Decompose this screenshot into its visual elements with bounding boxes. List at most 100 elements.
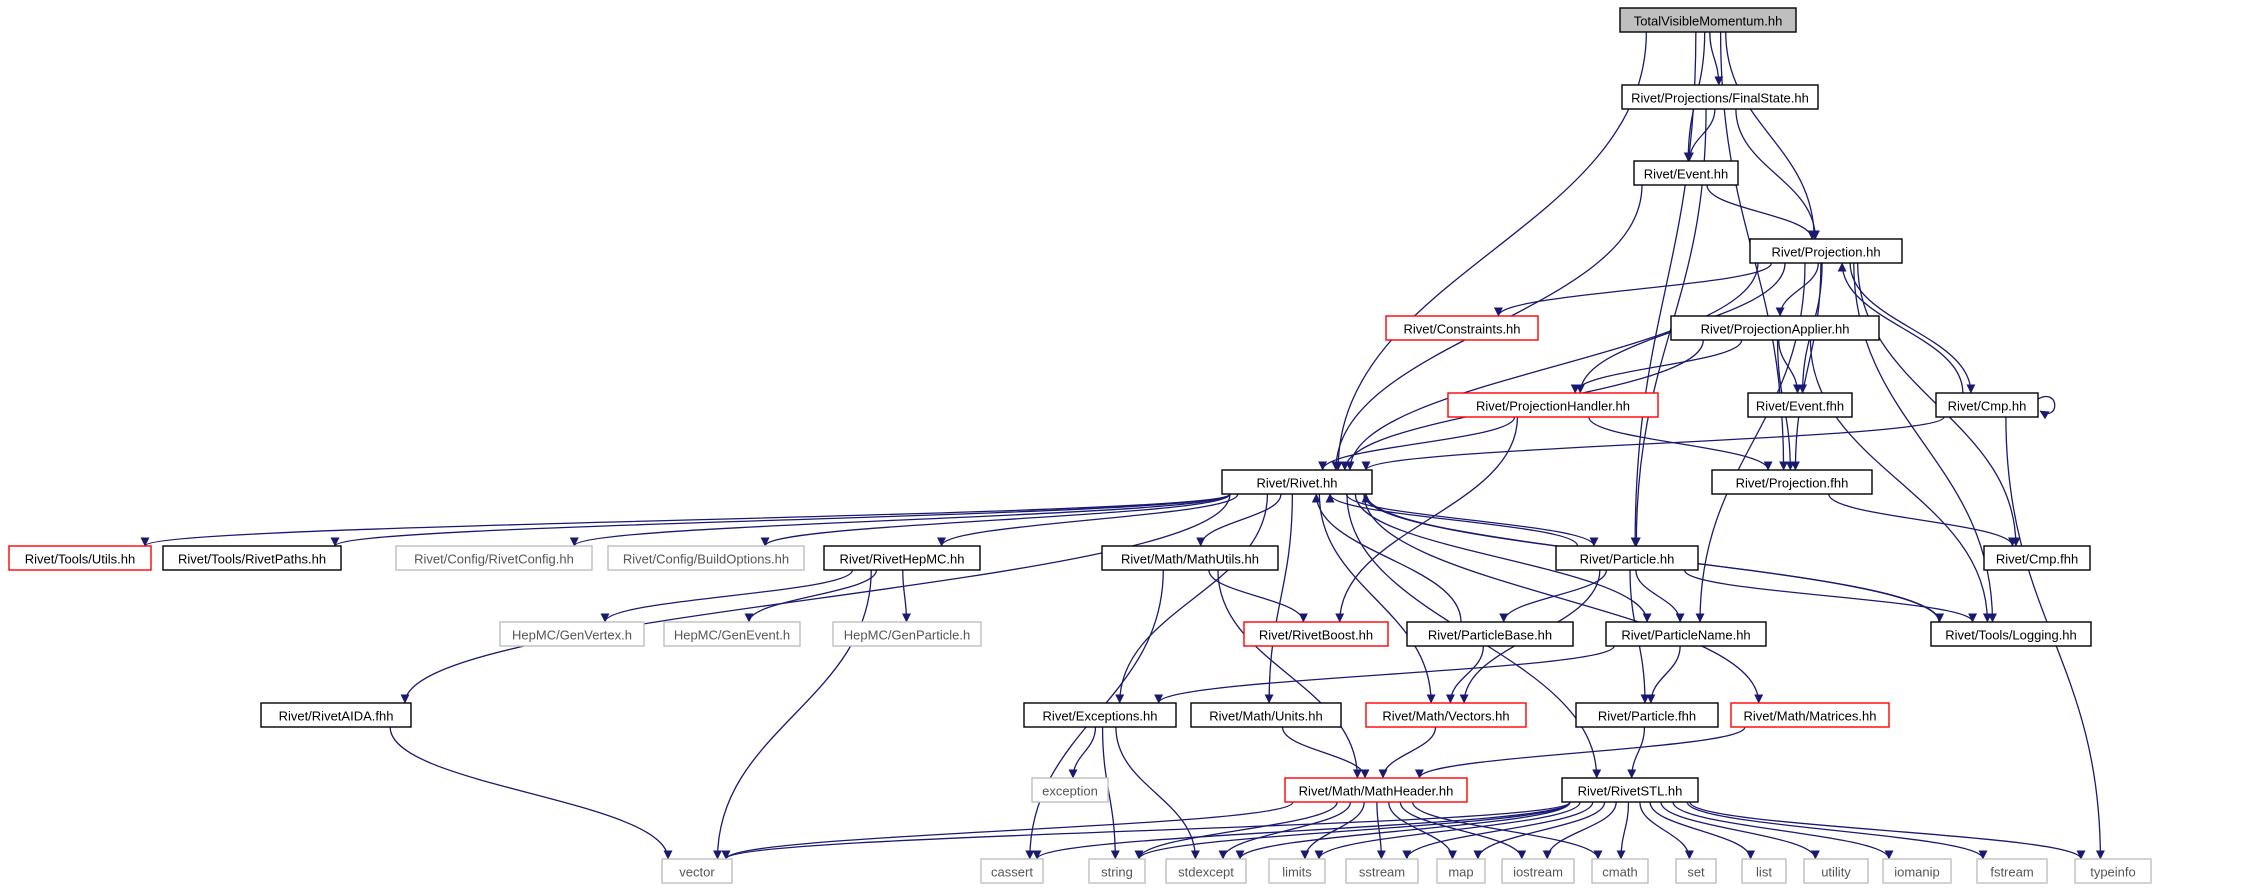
- node-label: Rivet/RivetSTL.hh: [1578, 784, 1683, 799]
- node-particle[interactable]: Rivet/Particle.hh: [1555, 545, 1699, 571]
- node-label: limits: [1282, 865, 1312, 880]
- node-box: [1930, 621, 2092, 647]
- node-box: [1165, 858, 1247, 884]
- node-projfhh[interactable]: Rivet/Projection.fhh: [1711, 469, 1873, 495]
- edge-mathheader-to-iostream: [1399, 801, 1527, 860]
- node-sstream: sstream: [1345, 858, 1419, 884]
- node-label: vector: [679, 865, 715, 880]
- edge-mathheader-to-vector: [721, 801, 1294, 860]
- edge-projapplier-to-logging: [1809, 339, 1992, 623]
- node-eventfhh[interactable]: Rivet/Event.fhh: [1747, 392, 1853, 418]
- edge-exceptions-to-stdexcept: [1115, 726, 1200, 860]
- node-units[interactable]: Rivet/Math/Units.hh: [1190, 702, 1342, 728]
- node-label: list: [1756, 865, 1772, 880]
- edge-finalstate-to-event: [1684, 108, 1716, 162]
- node-box: [8, 545, 152, 571]
- node-label: Rivet/ProjectionApplier.hh: [1701, 322, 1850, 337]
- node-box: [1741, 858, 1787, 884]
- node-exceptions[interactable]: Rivet/Exceptions.hh: [1023, 702, 1177, 728]
- node-mathheader[interactable]: Rivet/Math/MathHeader.hh: [1284, 777, 1468, 803]
- node-projection[interactable]: Rivet/Projection.hh: [1749, 238, 1903, 264]
- node-box: [1406, 621, 1574, 647]
- node-utils[interactable]: Rivet/Tools/Utils.hh: [8, 545, 152, 571]
- edge-root-to-projection: [1725, 31, 1819, 240]
- node-projapplier[interactable]: Rivet/ProjectionApplier.hh: [1670, 315, 1880, 341]
- node-rivetboost[interactable]: Rivet/RivetBoost.hh: [1243, 621, 1389, 647]
- node-projhandler[interactable]: Rivet/ProjectionHandler.hh: [1447, 392, 1659, 418]
- node-matrices[interactable]: Rivet/Math/Matrices.hh: [1730, 702, 1890, 728]
- node-box: [832, 621, 982, 647]
- node-logging[interactable]: Rivet/Tools/Logging.hh: [1930, 621, 2092, 647]
- node-box: [1711, 469, 1873, 495]
- node-box: [1345, 858, 1419, 884]
- node-label: Rivet/Projections/FinalState.hh: [1631, 91, 1809, 106]
- edge-rivet-to-particlename: [1354, 493, 1652, 623]
- node-box: [1747, 392, 1853, 418]
- edge-rivetstl-to-utility: [1660, 801, 1820, 860]
- edge-rivet-to-rivethepmc: [937, 493, 1239, 547]
- node-box: [1983, 545, 2091, 571]
- node-particlefhh[interactable]: Rivet/Particle.fhh: [1575, 702, 1719, 728]
- node-vectors[interactable]: Rivet/Math/Vectors.hh: [1365, 702, 1527, 728]
- edge-rivetstl-to-vector: [721, 801, 1571, 860]
- node-rivetaida[interactable]: Rivet/RivetAIDA.fhh: [260, 702, 412, 728]
- node-mathutils[interactable]: Rivet/Math/MathUtils.hh: [1101, 545, 1279, 571]
- edge-particle-to-particlebase: [1499, 569, 1608, 623]
- edge-rivet-to-vectors: [1318, 493, 1436, 704]
- edge-rivet-to-mathutils: [1196, 493, 1282, 547]
- node-constraints[interactable]: Rivet/Constraints.hh: [1385, 315, 1539, 341]
- node-label: exception: [1042, 784, 1098, 799]
- edge-matrices-to-mathheader: [1415, 726, 1746, 779]
- node-vector: vector: [661, 858, 733, 884]
- edge-rivetstl-to-stdexcept: [1235, 801, 1571, 860]
- node-rivetstl[interactable]: Rivet/RivetSTL.hh: [1561, 777, 1699, 803]
- edge-mathutils-to-rivetboost: [1208, 569, 1308, 623]
- node-box: [1243, 621, 1389, 647]
- node-box: [1190, 702, 1342, 728]
- node-box: [1436, 858, 1486, 884]
- node-cmp[interactable]: Rivet/Cmp.hh: [1935, 392, 2039, 418]
- edge-rivet-to-rivetpaths: [330, 493, 1231, 547]
- node-iomanip: iomanip: [1882, 858, 1952, 884]
- node-box: [1670, 315, 1880, 341]
- node-label: Rivet/RivetBoost.hh: [1259, 628, 1373, 643]
- node-rivet[interactable]: Rivet/Rivet.hh: [1221, 469, 1373, 495]
- node-label: Rivet/Particle.fhh: [1598, 709, 1696, 724]
- node-box: [2074, 858, 2152, 884]
- edge-root-to-particle: [1630, 31, 1697, 547]
- node-rivetpaths[interactable]: Rivet/Tools/RivetPaths.hh: [162, 545, 342, 571]
- edge-rivetstl-to-cmath: [1616, 801, 1630, 860]
- edge-mathheader-to-sstream: [1376, 801, 1386, 860]
- node-label: Rivet/Rivet.hh: [1257, 476, 1338, 491]
- node-layer: TotalVisibleMomentum.hhRivet/Projections…: [8, 7, 2152, 884]
- edge-mathutils-to-mathheader: [1217, 569, 1362, 779]
- node-label: typeinfo: [2090, 865, 2136, 880]
- node-rivethepmc[interactable]: Rivet/RivetHepMC.hh: [823, 545, 981, 571]
- node-box: [1365, 702, 1527, 728]
- node-event[interactable]: Rivet/Event.hh: [1633, 160, 1739, 186]
- node-finalstate[interactable]: Rivet/Projections/FinalState.hh: [1621, 84, 1819, 110]
- node-label: iomanip: [1894, 865, 1940, 880]
- edge-mathheader-to-limits: [1300, 801, 1365, 860]
- node-box: [1555, 545, 1699, 571]
- edge-mathheader-to-string: [1134, 801, 1338, 860]
- node-box: [1882, 858, 1952, 884]
- node-cmpfhh[interactable]: Rivet/Cmp.fhh: [1983, 545, 2091, 571]
- edge-rivet-to-particle: [1345, 493, 1599, 547]
- edge-projapplier-to-projhandler: [1570, 339, 1743, 394]
- node-label: Rivet/Projection.fhh: [1736, 476, 1849, 491]
- edge-vectors-to-mathheader: [1378, 726, 1437, 779]
- edge-rivet-to-buildoptions: [760, 493, 1231, 547]
- edge-rivethepmc-to-vector: [713, 569, 872, 860]
- edge-finalstate-to-projection: [1735, 108, 1820, 240]
- node-label: Rivet/Math/MathUtils.hh: [1121, 552, 1259, 567]
- node-root[interactable]: TotalVisibleMomentum.hh: [1619, 7, 1797, 33]
- edge-rivethepmc-to-genparticle: [901, 569, 911, 623]
- node-box: [1221, 469, 1373, 495]
- edge-projection-to-projfhh: [1790, 262, 1822, 471]
- node-particlebase[interactable]: Rivet/ParticleBase.hh: [1406, 621, 1574, 647]
- node-particlename[interactable]: Rivet/ParticleName.hh: [1605, 621, 1767, 647]
- node-utility: utility: [1803, 858, 1869, 884]
- edge-projhandler-to-rivetboost: [1335, 416, 1519, 623]
- node-box: [607, 545, 805, 571]
